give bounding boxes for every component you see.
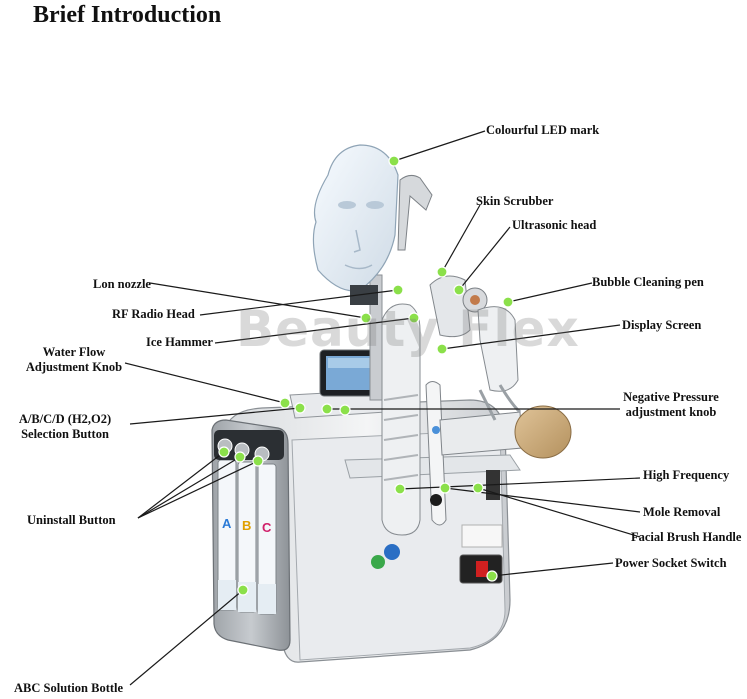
label-high-frequency: High Frequency bbox=[643, 468, 730, 482]
markers bbox=[218, 155, 514, 596]
label-negative-pressure-line1: Negative Pressure bbox=[623, 390, 719, 404]
marker-knob-extra bbox=[339, 404, 351, 416]
line-skin-scrubber bbox=[441, 204, 481, 273]
marker-uninstall-3 bbox=[252, 455, 264, 467]
bottle-letter-b: B bbox=[242, 518, 251, 533]
line-bottle bbox=[129, 589, 244, 686]
marker-ultrasonic bbox=[453, 284, 465, 296]
handpieces bbox=[381, 275, 572, 536]
support-pole bbox=[369, 174, 433, 401]
line-display bbox=[441, 324, 621, 350]
label-water-flow-line1: Water Flow bbox=[42, 345, 106, 359]
line-facial-brush bbox=[477, 487, 641, 538]
line-ice-hammer bbox=[214, 317, 415, 344]
bottle-letter-a: A bbox=[222, 516, 232, 531]
label-water-flow-line2: Adjustment Knob bbox=[25, 360, 123, 374]
label-lon-nozzle: Lon nozzle bbox=[93, 277, 151, 291]
label-rf-head: RF Radio Head bbox=[112, 307, 195, 321]
label-skin-scrubber: Skin Scrubber bbox=[476, 194, 554, 208]
label-power-socket: Power Socket Switch bbox=[615, 556, 727, 570]
label-water-flow: Water Flow Adjustment Knob bbox=[15, 345, 133, 375]
bottle-letter-labels: A B C bbox=[222, 516, 272, 535]
marker-power bbox=[486, 570, 498, 582]
watermark: Beauty Flex bbox=[236, 300, 580, 358]
marker-lon-nozzle bbox=[360, 312, 372, 324]
solution-bottles bbox=[217, 459, 277, 615]
label-uninstall-button: Uninstall Button bbox=[27, 513, 116, 527]
led-mask bbox=[312, 144, 399, 305]
label-negative-pressure-line2: adjustment knob bbox=[625, 405, 717, 419]
line-power bbox=[491, 562, 614, 577]
line-rf-head bbox=[199, 289, 399, 316]
line-led-mask bbox=[393, 130, 486, 162]
marker-led-mask bbox=[388, 155, 400, 167]
label-mole-removal: Mole Removal bbox=[643, 505, 721, 519]
label-negative-pressure: Negative Pressure adjustment knob bbox=[618, 390, 724, 420]
page-title: Brief Introduction bbox=[33, 2, 222, 28]
label-selection-button: A/B/C/D (H2,O2) Selection Button bbox=[4, 412, 126, 442]
line-bubble-pen bbox=[507, 282, 593, 303]
marker-bubble-pen bbox=[502, 296, 514, 308]
marker-high-freq bbox=[394, 483, 406, 495]
label-led-mask: Colourful LED mark bbox=[486, 123, 600, 137]
line-water-flow bbox=[124, 362, 286, 404]
marker-ice-hammer bbox=[408, 312, 420, 324]
marker-bottle bbox=[237, 584, 249, 596]
marker-display bbox=[436, 343, 448, 355]
line-lon-nozzle bbox=[149, 282, 367, 319]
label-selection-line2: Selection Button bbox=[21, 427, 109, 441]
marker-mole-removal bbox=[439, 482, 451, 494]
line-uninstall-1 bbox=[137, 451, 225, 519]
marker-facial-brush bbox=[472, 482, 484, 494]
marker-uninstall-1 bbox=[218, 446, 230, 458]
line-uninstall-3 bbox=[137, 460, 259, 519]
top-console bbox=[289, 349, 386, 419]
line-ultrasonic bbox=[458, 226, 511, 291]
marker-rf-head bbox=[392, 284, 404, 296]
marker-neg-pressure bbox=[321, 403, 333, 415]
label-facial-brush: Facial Brush Handle bbox=[631, 530, 742, 544]
label-display-screen: Display Screen bbox=[622, 318, 702, 332]
label-ice-hammer: Ice Hammer bbox=[146, 335, 213, 349]
pointer-lines bbox=[124, 130, 641, 686]
marker-water-flow bbox=[279, 397, 291, 409]
marker-skin-scrubber bbox=[436, 266, 448, 278]
marker-selection bbox=[294, 402, 306, 414]
label-selection-line1: A/B/C/D (H2,O2) bbox=[18, 412, 112, 426]
line-uninstall-2 bbox=[137, 456, 241, 519]
marker-uninstall-2 bbox=[234, 451, 246, 463]
line-selection bbox=[129, 407, 301, 425]
bottle-letter-c: C bbox=[262, 520, 272, 535]
label-bubble-pen: Bubble Cleaning pen bbox=[592, 275, 704, 289]
label-ultrasonic-head: Ultrasonic head bbox=[512, 218, 597, 232]
label-abc-bottle: ABC Solution Bottle bbox=[14, 681, 124, 695]
